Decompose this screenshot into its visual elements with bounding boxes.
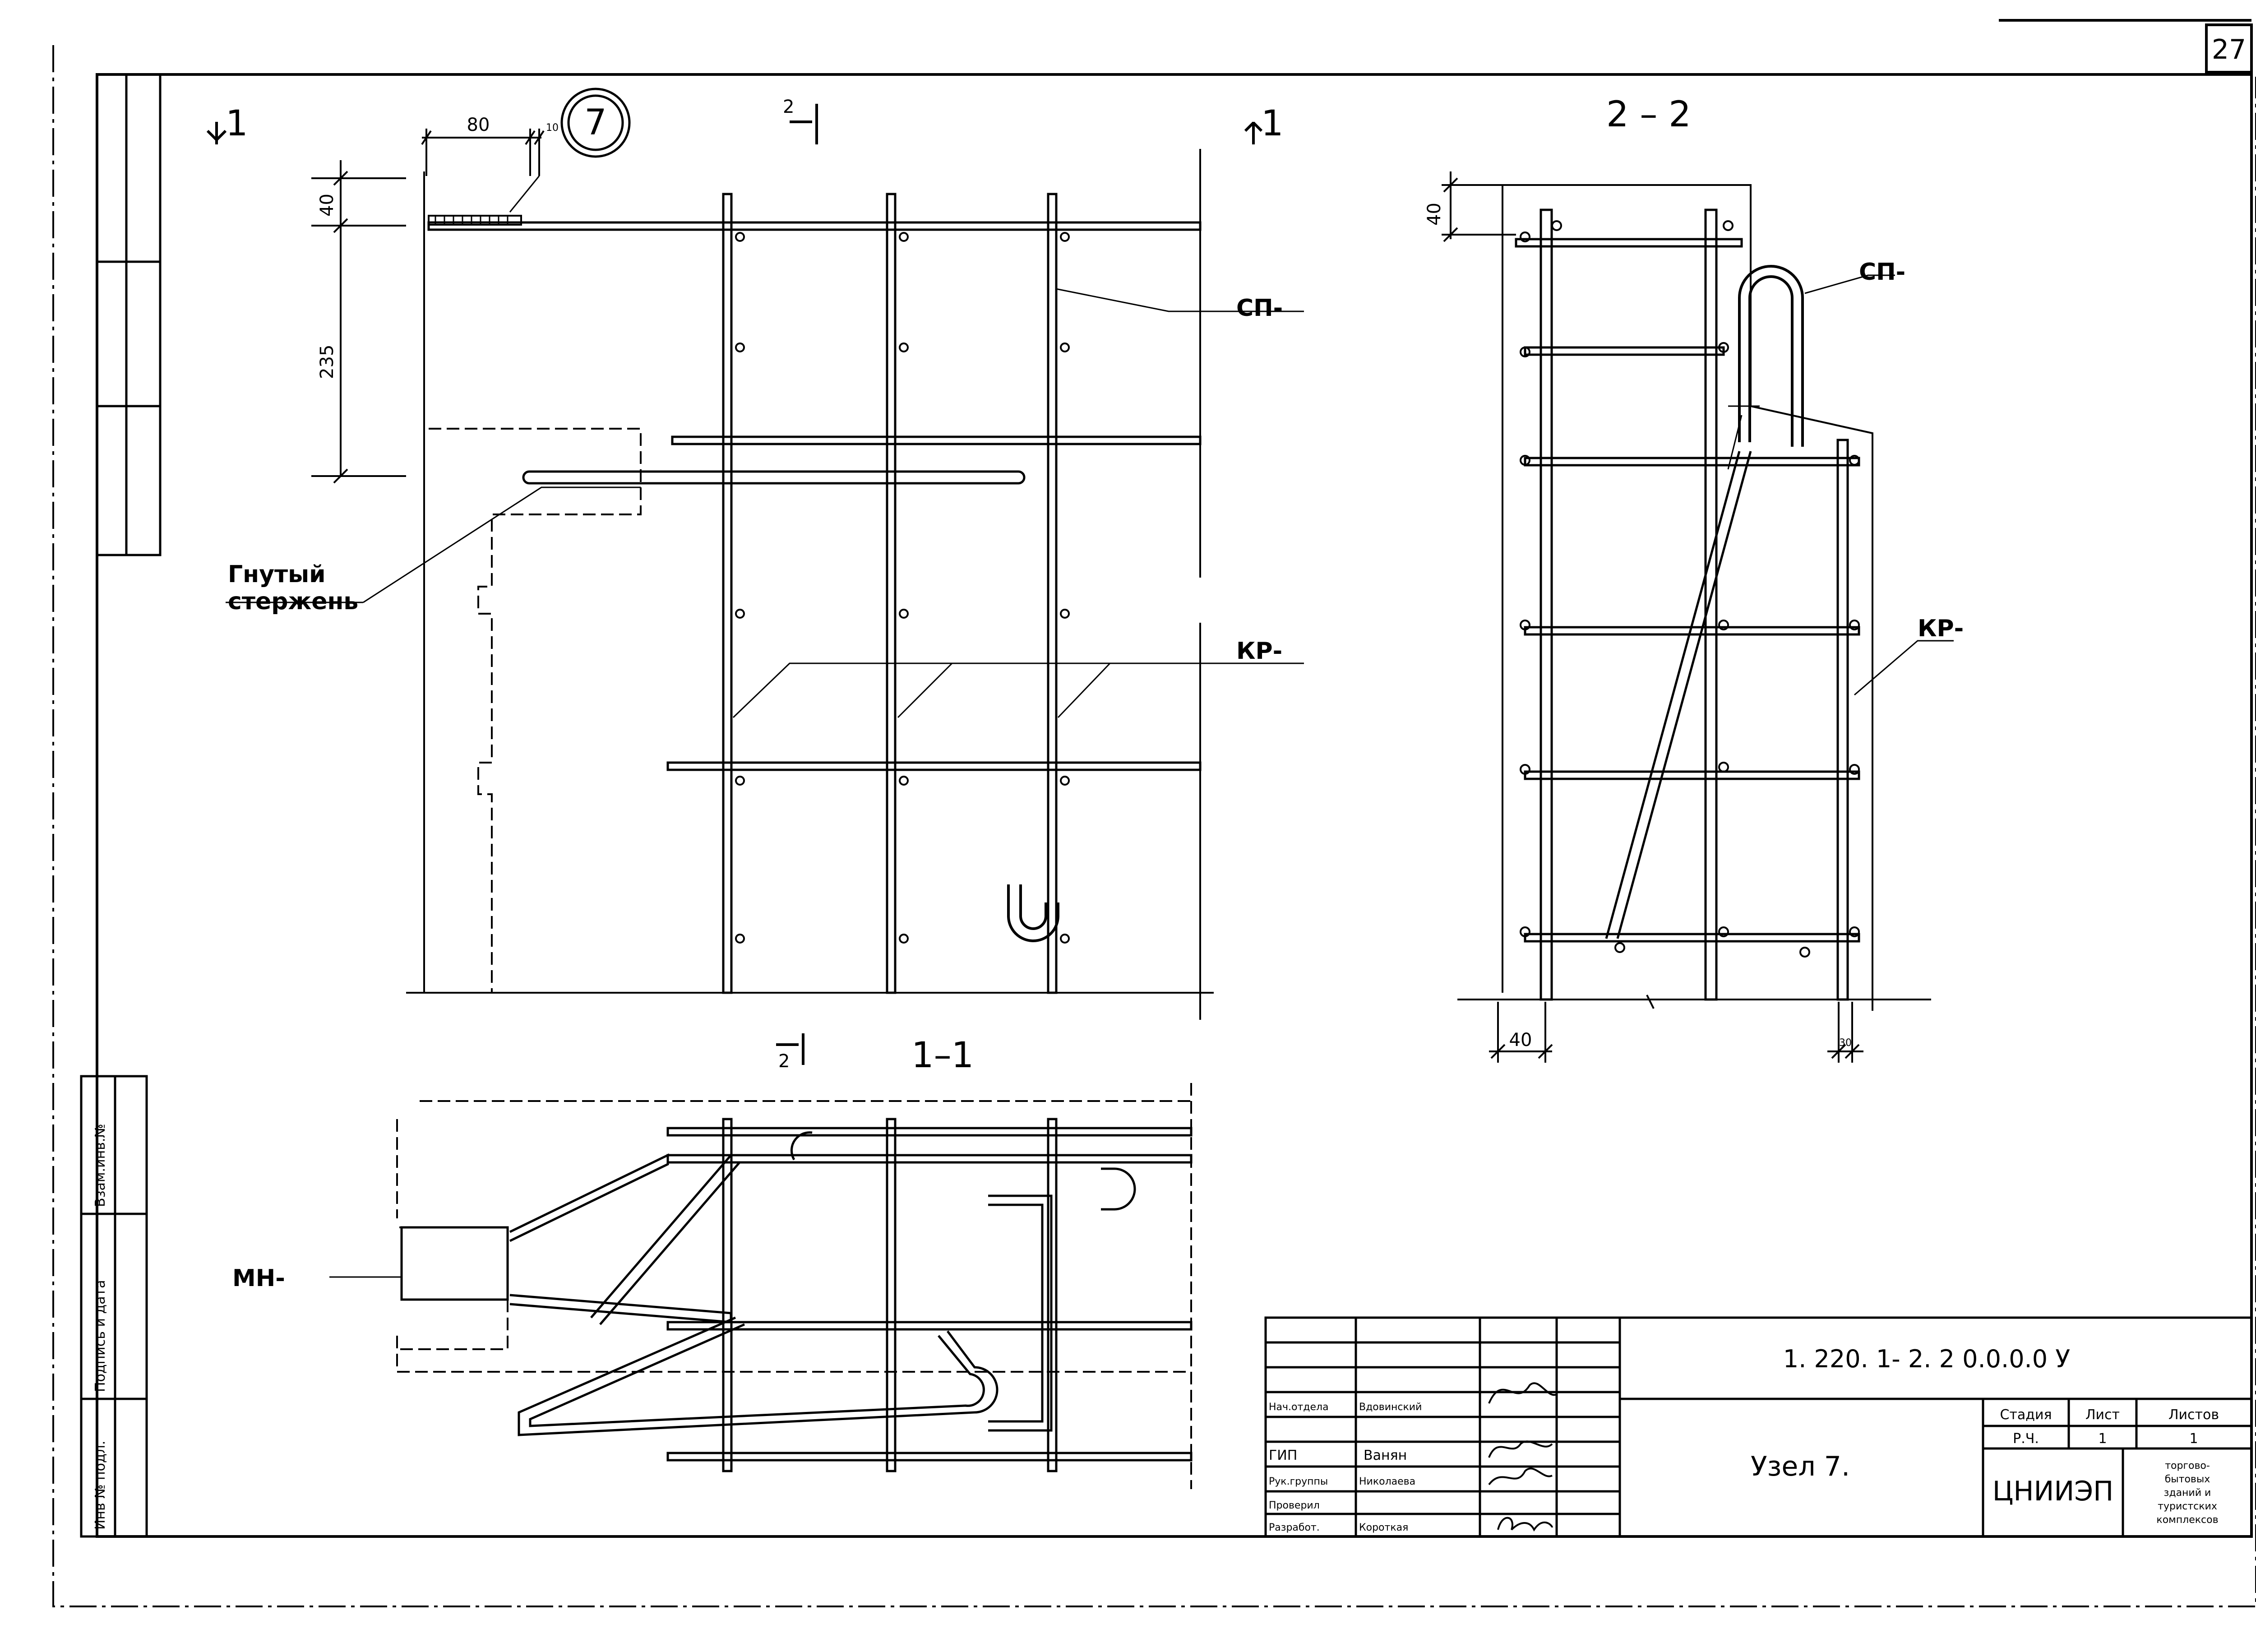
- sheets-value: 1: [2189, 1431, 2198, 1447]
- node-marker: [560, 88, 631, 158]
- dim-235: 235: [317, 345, 337, 379]
- tb-row-5-name: Короткая: [1359, 1522, 1408, 1533]
- stage-header: Стадия: [2000, 1407, 2052, 1423]
- sheet-number: 27: [2212, 34, 2246, 65]
- label-kr-left: КР-: [1236, 638, 1282, 665]
- section-1-1-view: [329, 1083, 1193, 1489]
- tb-row-3-name: Николаева: [1359, 1476, 1415, 1487]
- label-sp-left: СП-: [1236, 295, 1283, 322]
- tb-row-4-role: Проверил: [1269, 1500, 1320, 1511]
- left-stamp-strips: [80, 73, 162, 1538]
- label-bent-rod-2: стержень: [228, 588, 358, 615]
- tb-row-2-role: ГИП: [1269, 1448, 1297, 1463]
- signatures: [1488, 1382, 1557, 1532]
- dim-40-right: 40: [1424, 203, 1445, 226]
- label-mn: МН-: [232, 1265, 285, 1292]
- cut-mark-left: 1: [226, 103, 248, 144]
- cut-mark-2-bottom: 2: [778, 1051, 790, 1072]
- elevation-view: [226, 149, 1304, 1020]
- org-name: ЦНИИЭП: [1992, 1476, 2113, 1507]
- drawing-code: 1. 220. 1- 2. 2 0.0.0.0 У: [1783, 1345, 2070, 1373]
- sheet-header: Лист: [2085, 1407, 2120, 1423]
- stamp-sign-date: Подпись и дата: [92, 1280, 108, 1393]
- org-desc-4: туристских: [2158, 1501, 2217, 1512]
- cut-mark-right: 1: [1261, 103, 1284, 144]
- org-desc-3: зданий и: [2164, 1487, 2211, 1499]
- tb-row-2-name: Ванян: [1364, 1448, 1407, 1463]
- dim-40-bottom: 40: [1509, 1030, 1532, 1050]
- section-1-1-title: 1–1: [911, 1035, 974, 1076]
- label-bent-rod-1: Гнутый: [228, 561, 326, 588]
- org-desc-2: бытовых: [2165, 1474, 2210, 1485]
- dim-40-left: 40: [317, 194, 337, 217]
- cut-mark-2-top: 2: [783, 97, 794, 117]
- stamp-inv-podl: Инв № подл.: [92, 1441, 108, 1530]
- section-cut-marks: [206, 104, 1263, 1065]
- sheet-frame: [52, 19, 2256, 1607]
- sheet-value: 1: [2098, 1431, 2107, 1447]
- tb-row-1-name: Вдовинский: [1359, 1402, 1422, 1413]
- node-number: 7: [584, 102, 607, 143]
- elevation-dimensions: [311, 129, 545, 484]
- section-2-2-dimensions: [1442, 171, 1863, 1063]
- dim-80: 80: [467, 115, 490, 135]
- tb-row-5-role: Разработ.: [1269, 1522, 1320, 1533]
- dim-10: 10: [546, 122, 559, 134]
- tb-row-3-role: Рук.группы: [1269, 1476, 1328, 1487]
- section-2-2-view: [1457, 184, 1954, 1011]
- label-kr-right: КР-: [1918, 615, 1964, 642]
- drawing-title: Узел 7.: [1751, 1451, 1850, 1482]
- tb-row-1-role: Нач.отдела: [1269, 1402, 1329, 1413]
- org-desc-5: комплексов: [2156, 1514, 2218, 1526]
- stamp-vzam: Взам.инв.№: [92, 1124, 108, 1207]
- sheets-header: Листов: [2168, 1407, 2219, 1423]
- label-sp-right: СП-: [1859, 259, 1905, 286]
- title-block: [1264, 1316, 2253, 1538]
- dim-30-bottom: 30: [1839, 1037, 1852, 1049]
- section-2-2-title: 2 – 2: [1606, 94, 1691, 135]
- stage-value: Р.Ч.: [2013, 1431, 2039, 1447]
- org-desc-1: торгово-: [2165, 1460, 2210, 1472]
